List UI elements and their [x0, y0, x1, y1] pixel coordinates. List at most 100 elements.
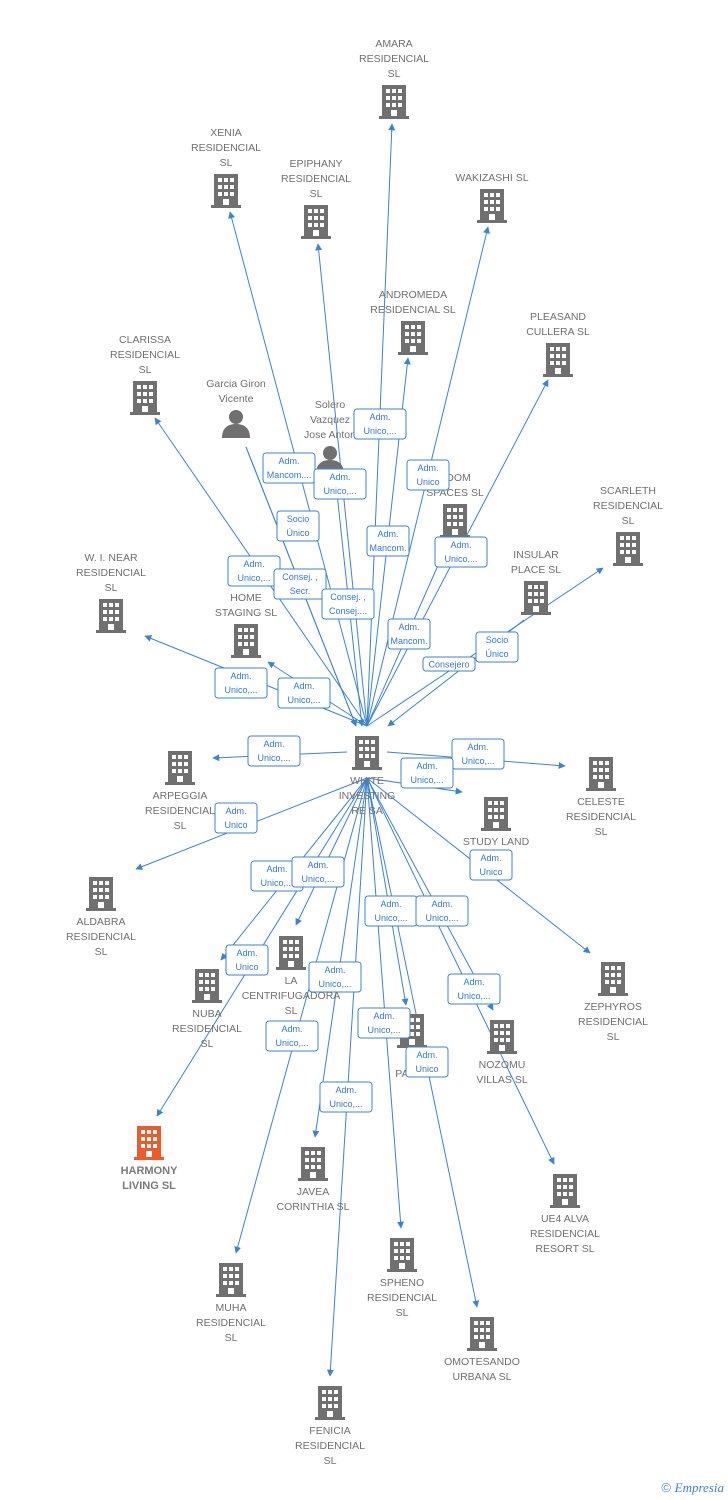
edge-label-pleasand[interactable]: Adm.Unico,...	[434, 536, 488, 568]
node-label: CLARISSA	[119, 334, 171, 346]
edge-label-spheno[interactable]: Adm.Unico,...	[357, 1007, 411, 1039]
edge-label-ue4[interactable]: Adm.Unico,...	[447, 973, 501, 1005]
node-studyland[interactable]: STUDY LAND	[463, 797, 530, 848]
edge-label-winear[interactable]: Adm.Unico,...	[214, 667, 268, 699]
edge-label-studyland[interactable]: Adm.Unico,...	[400, 757, 454, 789]
node-label: RESIDENCIAL	[66, 931, 136, 943]
edge-label-box	[321, 588, 375, 620]
edge-label-nuba[interactable]: Adm.Unico,...	[291, 856, 345, 888]
building-icon	[387, 1238, 417, 1272]
edge-label-text: Socio	[486, 635, 509, 645]
node-label: EPIPHANY	[289, 158, 342, 170]
edge-label-harmony[interactable]: Adm.Unico	[225, 944, 269, 976]
edge-label-zephyros[interactable]: Adm.Unico	[469, 849, 513, 881]
building-icon	[192, 969, 222, 1003]
edge-label-epiphany[interactable]: Adm.Unico,...	[313, 468, 367, 500]
edge-label-adom[interactable]: Adm.Mancom.	[387, 618, 431, 650]
edge-label-andromeda[interactable]: Adm.Mancom.	[366, 525, 410, 557]
edge-label-javea[interactable]: Adm.Unico,...	[308, 961, 362, 993]
edge-label-text: Único	[286, 528, 309, 538]
node-label: VILLAS SL	[476, 1074, 528, 1086]
edge-label-muha[interactable]: Adm.Unico,...	[265, 1020, 319, 1052]
node-label: Vicente	[219, 393, 254, 405]
edge-to-fenicia	[326, 777, 368, 1377]
edge-label-box	[276, 510, 320, 542]
node-label: SL	[324, 1455, 337, 1467]
node-label: SL	[220, 157, 233, 169]
building-icon	[276, 936, 306, 970]
node-homestaging[interactable]: CHOMESTAGING SL	[215, 577, 277, 658]
building-icon	[440, 504, 470, 538]
edge-label-text: Unico,...	[461, 756, 494, 766]
edge-label-wakizashi[interactable]: Adm.Unico	[406, 459, 450, 491]
node-label: RESIDENCIAL	[281, 173, 351, 185]
edge-label-clarissa[interactable]: Adm.Unico,...	[227, 555, 281, 587]
node-label: NUBA	[192, 1008, 221, 1020]
building-icon	[165, 751, 195, 785]
building-icon	[298, 1147, 328, 1181]
edge-label-box	[405, 1046, 449, 1078]
node-wakizashi[interactable]: WAKIZASHI SL	[455, 172, 529, 223]
edge-label-text: Adm.	[398, 622, 419, 632]
edge-label-homestaging[interactable]: Adm.Unico,...	[277, 677, 331, 709]
building-icon	[521, 581, 551, 615]
node-label: SL	[105, 582, 118, 594]
edge-label-insular[interactable]: Consejero	[422, 656, 476, 672]
edge-label-text: Unico,...	[224, 685, 257, 695]
edge-label-arpeggia[interactable]: Adm.Unico,...	[247, 735, 301, 767]
node-label: RESIDENCIAL	[110, 349, 180, 361]
edge-label-scpatra[interactable]: Adm.Unico,...	[364, 895, 418, 927]
edge-label-text: Socio	[287, 514, 310, 524]
node-label: SL	[607, 1031, 620, 1043]
edge-label-text: Unico	[224, 820, 247, 830]
edge-label-fenicia[interactable]: Adm.Unico,...	[319, 1081, 373, 1113]
node-label: STUDY LAND	[463, 836, 530, 848]
edge-label-box	[447, 973, 501, 1005]
edge-labels-layer: Adm.Unico,...Adm.Mancom....Adm.Unico,...…	[214, 408, 519, 1113]
building-icon	[481, 797, 511, 831]
edge-label-aldabra[interactable]: Adm.Unico	[214, 802, 258, 834]
edge-label-text: Adm.	[307, 860, 328, 870]
edge-label-amara[interactable]: Adm.Unico,...	[353, 408, 407, 440]
building-icon	[86, 877, 116, 911]
edge-label-box	[353, 408, 407, 440]
edge-label-garcia[interactable]: Consej. ,Secr.	[273, 568, 327, 600]
edge-label-celeste[interactable]: Adm.Unico,...	[451, 738, 505, 770]
edge-label-solero[interactable]: Consej. ,Consej....	[321, 588, 375, 620]
edge-label-text: Unico,...	[363, 426, 396, 436]
edge-label-omotesando[interactable]: Adm.Unico	[405, 1046, 449, 1078]
node-label: W. I. NEAR	[84, 552, 138, 564]
edge-label-xenia[interactable]: Adm.Mancom....	[262, 452, 316, 484]
edge-label-nozomu[interactable]: Adm.Unico,...	[415, 895, 469, 927]
brand-logo[interactable]: Empresia	[674, 1480, 724, 1495]
